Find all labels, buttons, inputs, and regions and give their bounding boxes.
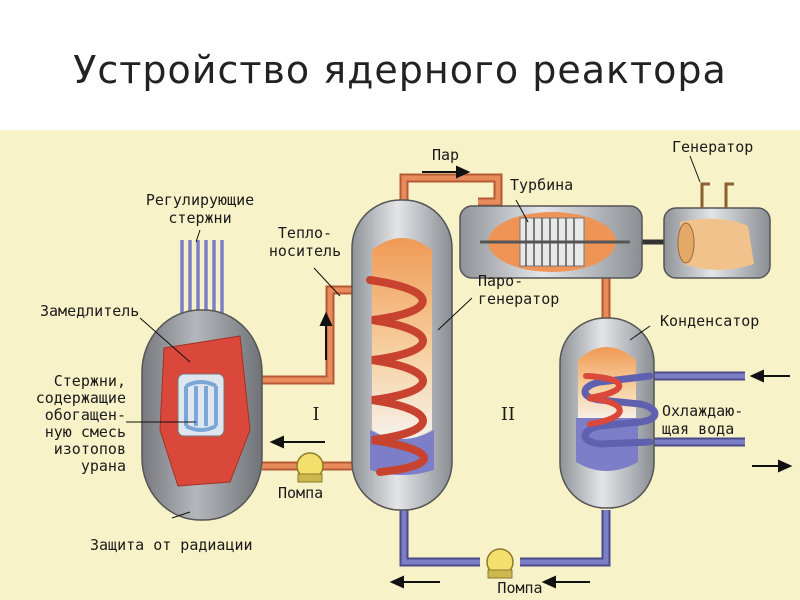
reactor-vessel	[141, 309, 263, 521]
label-fuel-rods-1: Стержни,	[54, 372, 126, 390]
label-control-rods-2: стержни	[168, 209, 231, 227]
condenser	[559, 317, 659, 509]
leader-lines	[126, 155, 701, 519]
feedwater-pipe	[399, 500, 611, 567]
label-pump-primary: Помпа	[278, 484, 323, 502]
label-fuel-rods-4: ную смесь	[45, 423, 126, 441]
label-coolant-1: Тепло-	[278, 224, 332, 242]
slide-title: Устройство ядерного реактора	[73, 48, 727, 92]
turbine	[459, 205, 643, 279]
reactor-diagram-svg: Регулирующие стержни Тепло- носитель Зам…	[36, 138, 793, 597]
primary-hot-pipe	[262, 285, 352, 385]
label-fuel-rods-3: обогащен-	[45, 406, 126, 424]
label-generator: Генератор	[672, 138, 753, 156]
label-cooling-water-1: Охлаждаю-	[662, 402, 743, 420]
flow-arrows	[269, 165, 793, 589]
primary-pump	[296, 452, 324, 483]
label-condenser: Конденсатор	[660, 312, 759, 330]
label-fuel-rods-2: содержащие	[36, 389, 126, 407]
label-steam: Пар	[432, 146, 459, 164]
label-control-rods-1: Регулирующие	[146, 191, 254, 209]
steam-generator	[351, 199, 453, 511]
label-circuit-2: II	[501, 404, 515, 425]
label-moderator: Замедлитель	[40, 302, 139, 320]
fuel-assembly	[184, 380, 218, 432]
labels: Регулирующие стержни Тепло- носитель Зам…	[36, 138, 760, 597]
label-fuel-rods-6: урана	[81, 457, 126, 475]
generator	[663, 182, 771, 279]
reactor-diagram: Регулирующие стержни Тепло- носитель Зам…	[0, 130, 800, 600]
cooling-water-pipes	[650, 371, 745, 447]
steam-pipe	[399, 173, 503, 210]
label-steam-generator-2: генератор	[478, 290, 559, 308]
label-radiation-shield: Защита от радиации	[90, 536, 253, 554]
label-circuit-1: I	[312, 404, 319, 425]
label-fuel-rods-5: изотопов	[54, 440, 126, 458]
label-cooling-water-2: щая вода	[662, 420, 734, 438]
secondary-pump	[486, 548, 514, 579]
label-coolant-2: носитель	[269, 242, 341, 260]
label-pump-secondary: Помпа	[497, 579, 542, 597]
label-turbine: Турбина	[510, 176, 573, 194]
label-steam-generator-1: Паро-	[478, 272, 523, 290]
